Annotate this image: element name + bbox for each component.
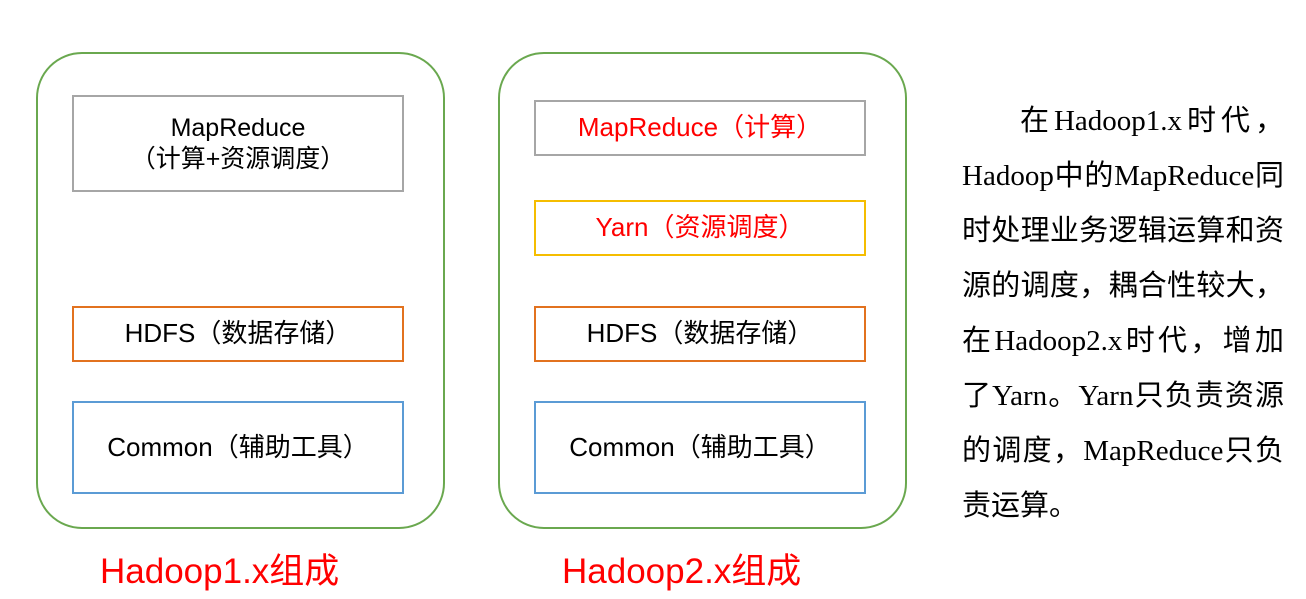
hadoop2-layer-hdfs: HDFS（数据存储）: [534, 306, 866, 362]
hadoop2-caption: Hadoop2.x组成: [562, 552, 802, 591]
explanation-paragraph: 在Hadoop1.x时代，Hadoop中的MapReduce同时处理业务逻辑运算…: [962, 105, 1284, 522]
hadoop1-layer-hdfs: HDFS（数据存储）: [72, 306, 404, 362]
hadoop1-layer-common: Common（辅助工具）: [72, 401, 404, 494]
hadoop2-layer-common: Common（辅助工具）: [534, 401, 866, 494]
hadoop1-group-container: MapReduce （计算+资源调度） HDFS（数据存储） Common（辅助…: [36, 52, 445, 529]
hadoop1-layer-mapreduce: MapReduce （计算+资源调度）: [72, 95, 404, 192]
hadoop2-group-container: MapReduce（计算） Yarn（资源调度） HDFS（数据存储） Comm…: [498, 52, 907, 529]
hadoop1-caption: Hadoop1.x组成: [100, 552, 340, 591]
hadoop2-layer-mapreduce: MapReduce（计算）: [534, 100, 866, 156]
hadoop2-layer-yarn: Yarn（资源调度）: [534, 200, 866, 256]
